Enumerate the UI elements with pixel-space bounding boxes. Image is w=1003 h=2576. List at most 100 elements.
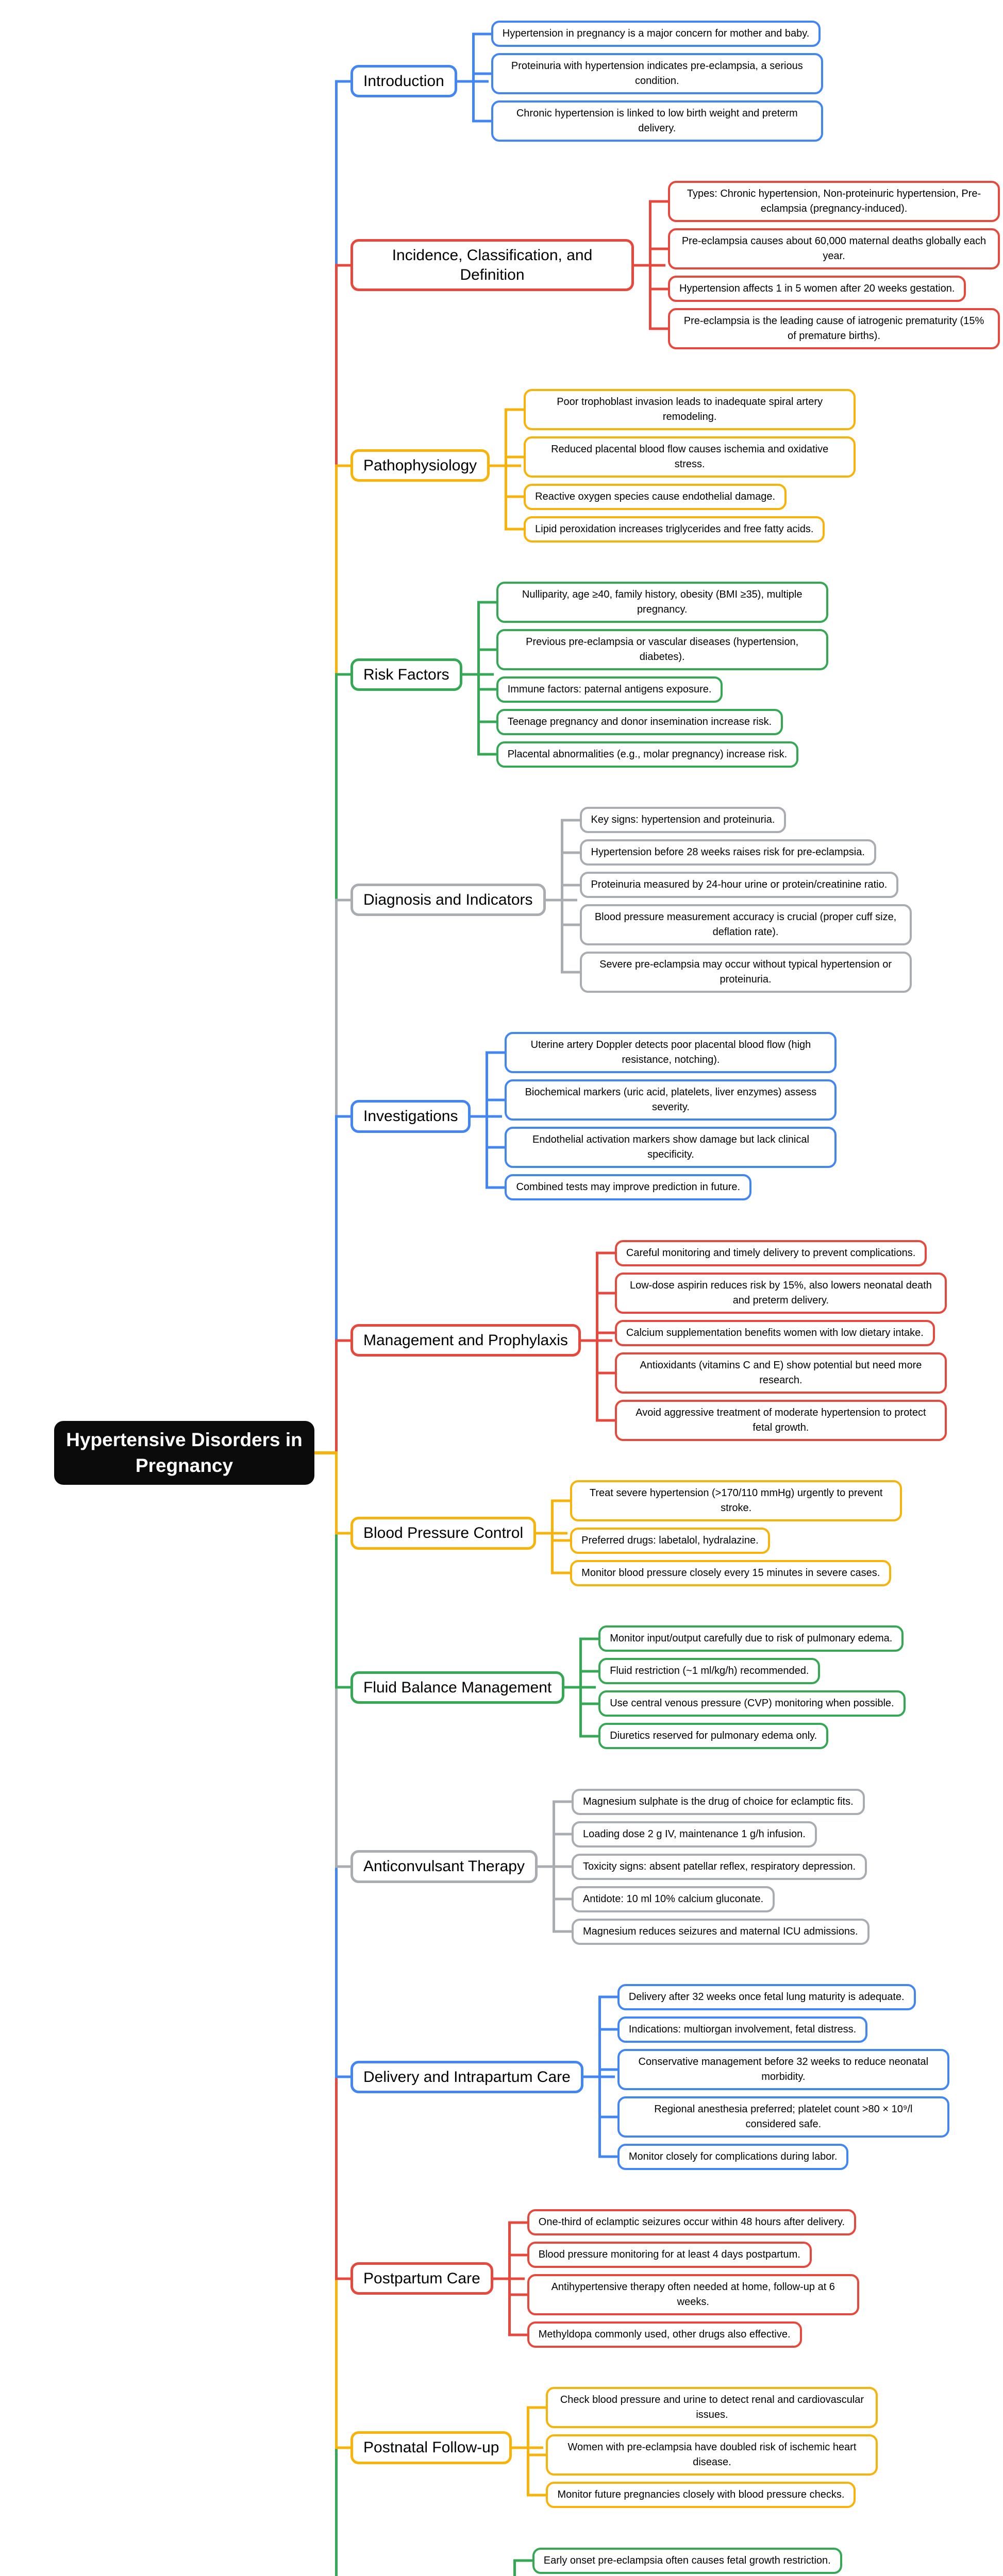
branch-section-postnatal-follow-up: Postnatal Follow-up Check blood pressure… <box>350 2387 1003 2509</box>
leaf-group: Delivery after 32 weeks once fetal lung … <box>598 1984 949 2170</box>
leaf-node: Women with pre-eclampsia have doubled ri… <box>546 2434 878 2476</box>
leaf-node: Preferred drugs: labetalol, hydralazine. <box>570 1527 770 1554</box>
topic-diagnosis-and-indicators: Diagnosis and Indicators <box>350 883 546 917</box>
spine-segment <box>335 265 338 466</box>
leaf-node: Monitor blood pressure closely every 15 … <box>570 1560 892 1586</box>
spine-segment <box>335 1452 338 1533</box>
leaf-node: Hypertension affects 1 in 5 women after … <box>668 276 966 302</box>
leaf-node: Hypertension in pregnancy is a major con… <box>491 21 821 47</box>
leaf-group: Types: Chronic hypertension, Non-protein… <box>649 181 1000 350</box>
topic-delivery-and-intrapartum-care: Delivery and Intrapartum Care <box>350 2060 583 2094</box>
leaf-group: One-third of eclamptic seizures occur wi… <box>508 2209 859 2348</box>
leaf-node: Fluid restriction (~1 ml/kg/h) recommend… <box>598 1658 821 1685</box>
leaf-node: Uterine artery Doppler detects poor plac… <box>505 1032 837 1074</box>
leaf-bus <box>560 820 563 973</box>
leaf-node: Reactive oxygen species cause endothelia… <box>524 483 787 510</box>
leaf-node: Reduced placental blood flow causes isch… <box>524 436 856 478</box>
leaf-node: Treat severe hypertension (>170/110 mmHg… <box>570 1480 902 1521</box>
spine-segment <box>335 81 338 265</box>
leaf-group: Key signs: hypertension and proteinuria.… <box>560 807 912 993</box>
leaf-node: Pre-eclampsia is the leading cause of ia… <box>668 308 1000 350</box>
leaf-node: Delivery after 32 weeks once fetal lung … <box>617 1984 916 2010</box>
branch-section-introduction: Introduction Hypertension in pregnancy i… <box>350 21 1003 142</box>
leaf-node: Conservative management before 32 weeks … <box>617 2048 949 2090</box>
leaf-node: Poor trophoblast invasion leads to inade… <box>524 388 856 430</box>
leaf-node: Monitor future pregnancies closely with … <box>546 2482 856 2509</box>
topic-risk-factors: Risk Factors <box>350 658 462 691</box>
branch-section-diagnosis-and-indicators: Diagnosis and Indicators Key signs: hype… <box>350 807 1003 993</box>
topic-anticonvulsant-therapy: Anticonvulsant Therapy <box>350 1850 538 1883</box>
spine-segment <box>335 1867 338 2077</box>
leaf-node: One-third of eclamptic seizures occur wi… <box>527 2209 857 2236</box>
leaf-node: Avoid aggressive treatment of moderate h… <box>614 1399 947 1441</box>
leaf-node: Monitor input/output carefully due to ri… <box>598 1625 904 1652</box>
leaf-group: Check blood pressure and urine to detect… <box>527 2387 878 2509</box>
leaf-group: Magnesium sulphate is the drug of choice… <box>552 1788 870 1945</box>
leaf-node: Loading dose 2 g IV, maintenance 1 g/h i… <box>571 1821 817 1848</box>
leaf-group: Careful monitoring and timely delivery t… <box>595 1240 947 1441</box>
branch-section-incidence-classification-and-definition: Incidence, Classification, and Definitio… <box>350 181 1003 350</box>
leaf-group: Hypertension in pregnancy is a major con… <box>472 21 823 142</box>
leaf-node: Indications: multiorgan involvement, fet… <box>617 2016 868 2043</box>
leaf-node: Check blood pressure and urine to detect… <box>546 2387 878 2429</box>
leaf-node: Calcium supplementation benefits women w… <box>614 1319 935 1346</box>
leaf-node: Pre-eclampsia causes about 60,000 matern… <box>668 228 1000 270</box>
leaf-node: Antihypertensive therapy often needed at… <box>527 2274 859 2316</box>
topic-introduction: Introduction <box>350 64 457 98</box>
branch-section-delivery-and-intrapartum-care: Delivery and Intrapartum Care Delivery a… <box>350 1984 1003 2170</box>
topic-incidence-classification-and-definition: Incidence, Classification, and Definitio… <box>350 239 634 292</box>
topic-pathophysiology: Pathophysiology <box>350 449 490 482</box>
leaf-node: Antidote: 10 ml 10% calcium gluconate. <box>571 1886 775 1912</box>
leaf-node: Combined tests may improve prediction in… <box>505 1174 752 1201</box>
leaf-node: Biochemical markers (uric acid, platelet… <box>505 1079 837 1121</box>
topic-investigations: Investigations <box>350 1100 471 1133</box>
leaf-node: Proteinuria with hypertension indicates … <box>491 53 823 94</box>
leaf-node: Blood pressure measurement accuracy is c… <box>579 904 912 946</box>
leaf-bus <box>595 1253 598 1420</box>
central-topic-node: Hypertensive Disorders in Pregnancy <box>54 1420 314 1485</box>
leaf-node: Immune factors: paternal antigens exposu… <box>496 676 723 703</box>
branch-section-investigations: Investigations Uterine artery Doppler de… <box>350 1032 1003 1201</box>
leaf-node: Diuretics reserved for pulmonary edema o… <box>598 1723 829 1750</box>
branch-section-management-and-prophylaxis: Management and Prophylaxis Careful monit… <box>350 1240 1003 1441</box>
leaf-node: Antioxidants (vitamins C and E) show pot… <box>614 1352 947 1394</box>
leaf-node: Key signs: hypertension and proteinuria. <box>579 807 787 834</box>
leaf-bus <box>551 1500 554 1573</box>
leaf-node: Blood pressure monitoring for at least 4… <box>527 2242 812 2268</box>
leaf-bus <box>527 2408 530 2495</box>
leaf-node: Nulliparity, age ≥40, family history, ob… <box>496 581 828 623</box>
leaf-node: Proteinuria measured by 24-hour urine or… <box>579 872 899 899</box>
spine-segment <box>335 465 338 675</box>
topic-fluid-balance-management: Fluid Balance Management <box>350 1671 565 1704</box>
leaf-group: Treat severe hypertension (>170/110 mmHg… <box>551 1480 902 1586</box>
spine-segment <box>335 674 338 900</box>
leaf-node: Chronic hypertension is linked to low bi… <box>491 100 823 142</box>
leaf-group: Nulliparity, age ≥40, family history, ob… <box>477 581 828 768</box>
branch-section-anticonvulsant-therapy: Anticonvulsant Therapy Magnesium sulphat… <box>350 1788 1003 1945</box>
spine-segment <box>335 900 338 1116</box>
branch-section-fetal-assessment: Fetal Assessment Early onset pre-eclamps… <box>350 2547 1003 2576</box>
leaf-node: Placental abnormalities (e.g., molar pre… <box>496 741 799 768</box>
leaf-bus <box>472 33 475 121</box>
central-connector <box>314 1451 338 1454</box>
branch-section-fluid-balance-management: Fluid Balance Management Monitor input/o… <box>350 1625 1003 1750</box>
leaf-node: Severe pre-eclampsia may occur without t… <box>579 952 912 993</box>
topic-management-and-prophylaxis: Management and Prophylaxis <box>350 1324 581 1357</box>
leaf-bus <box>505 409 508 530</box>
topic-postpartum-care: Postpartum Care <box>350 2262 493 2295</box>
leaf-group: Early onset pre-eclampsia often causes f… <box>513 2547 864 2576</box>
spine-segment <box>335 2278 338 2448</box>
branch-section-risk-factors: Risk Factors Nulliparity, age ≥40, famil… <box>350 581 1003 768</box>
leaf-node: Careful monitoring and timely delivery t… <box>614 1240 927 1266</box>
leaf-node: Endothelial activation markers show dama… <box>505 1127 837 1168</box>
leaf-node: Methyldopa commonly used, other drugs al… <box>527 2321 802 2348</box>
leaf-node: Previous pre-eclampsia or vascular disea… <box>496 629 828 670</box>
branch-section-blood-pressure-control: Blood Pressure Control Treat severe hype… <box>350 1480 1003 1586</box>
spine-segment <box>335 2447 338 2576</box>
leaf-node: Hypertension before 28 weeks raises risk… <box>579 839 876 866</box>
leaf-bus <box>513 2561 516 2576</box>
leaf-node: Low-dose aspirin reduces risk by 15%, al… <box>614 1272 947 1314</box>
leaf-node: Use central venous pressure (CVP) monito… <box>598 1690 906 1717</box>
